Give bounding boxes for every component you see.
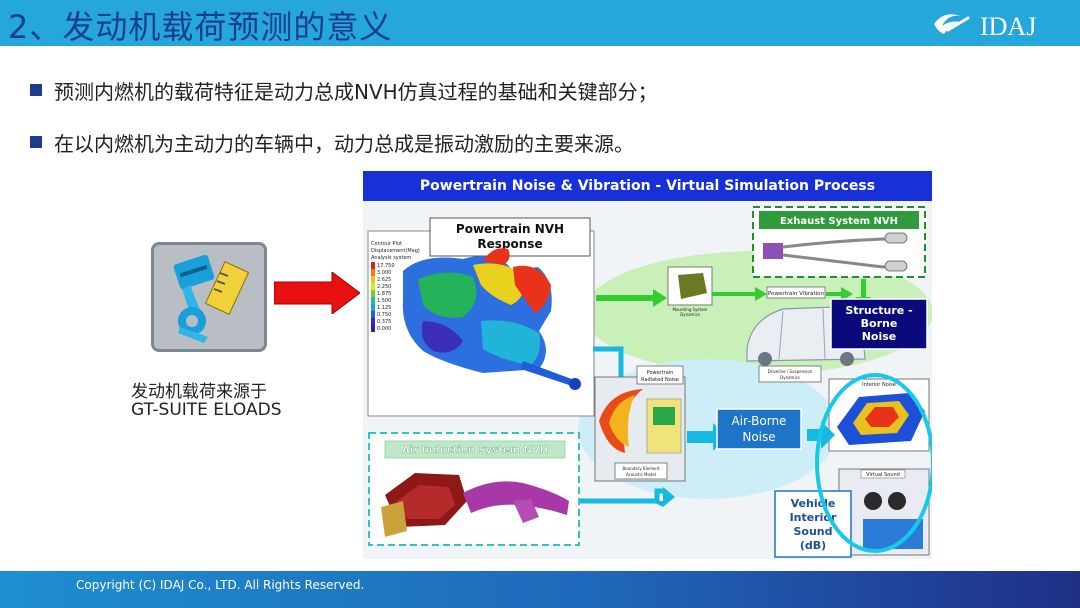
vehicle-interior-sound-box xyxy=(774,490,852,558)
legend-value: 17.750 xyxy=(377,263,395,269)
legend-value: 0.750 xyxy=(377,312,391,318)
air-borne-label-line1: Air-Borne xyxy=(732,414,787,428)
nvh-response-label-box xyxy=(429,217,591,257)
air-borne-label-line2: Noise xyxy=(742,430,775,444)
legend-value: 1.875 xyxy=(377,291,391,297)
boundary-element-image xyxy=(599,389,682,454)
interior-highlight-ellipse xyxy=(815,373,932,553)
driveline-label-line1: Driveline / Suspension xyxy=(768,369,813,374)
powertrain-vibration-box xyxy=(766,286,826,299)
structure-borne-label-line2: Borne xyxy=(861,317,898,330)
boundary-element-label-box xyxy=(614,462,668,480)
nvh-process-diagram: Powertrain NVH Response Contour Plot Dis… xyxy=(367,206,932,558)
logo-swoosh-icon xyxy=(934,14,962,34)
diagram-title: Powertrain Noise & Vibration - Virtual S… xyxy=(363,171,932,201)
footer-bar xyxy=(0,571,1080,608)
mounting-label-line2: Dynamics xyxy=(680,312,700,317)
radiated-noise-label-line1: Powertrain xyxy=(647,370,674,376)
vehicle-sound-label-line3: Sound xyxy=(793,525,832,538)
engine-contour-image xyxy=(402,248,581,390)
slide-title: 2、发动机载荷预测的意义 xyxy=(8,8,393,46)
interior-noise-label: Interior Noise xyxy=(862,382,896,388)
air-induction-label-bar xyxy=(384,440,566,459)
flow-arrow-head-icon xyxy=(651,487,675,507)
idaj-logo: IDAJ xyxy=(934,12,1036,40)
gauge-icon xyxy=(888,492,906,510)
structure-borne-noise-box xyxy=(830,298,928,350)
green-arrow-icon xyxy=(712,287,767,301)
mounting-label-line1: Mounting System xyxy=(673,307,708,312)
powertrain-vibration-label: Powertrain Vibration xyxy=(768,291,825,297)
contour-text-line: Displacement(Mag) xyxy=(371,248,420,254)
flow-arrow-icon xyxy=(593,346,624,387)
bullet-item: 预测内燃机的载荷特征是动力总成NVH仿真过程的基础和关键部分； xyxy=(30,76,658,105)
green-arrow-icon xyxy=(596,289,667,307)
driveline-label-line2: Dynamics xyxy=(780,375,800,380)
piston-ruler-icon xyxy=(173,254,250,343)
structure-borne-label-line3: Noise xyxy=(862,330,897,343)
exhaust-system-image xyxy=(763,232,908,272)
piston-icon-box xyxy=(151,242,267,352)
header-bar xyxy=(0,0,1080,46)
gauge-icon xyxy=(864,492,882,510)
logo-stroke-icon xyxy=(946,16,970,32)
nvh-response-label-line1: Powertrain NVH xyxy=(456,222,564,236)
legend-value: 2.625 xyxy=(377,277,391,283)
contour-text-line: Contour Plot xyxy=(371,241,402,247)
bullet-square-icon xyxy=(30,136,42,148)
legend-value: 1.125 xyxy=(377,305,391,311)
bullet-item: 在以内燃机为主动力的车辆中，动力总成是振动激励的主要来源。 xyxy=(30,128,634,157)
vehicle-sound-label-line4: (dB) xyxy=(800,539,826,552)
legend-value: 2.250 xyxy=(377,284,391,290)
air-induction-image xyxy=(381,473,569,537)
air-borne-noise-box xyxy=(716,408,802,450)
sound-wave-display xyxy=(863,519,923,549)
mounting-engine-image xyxy=(678,273,707,299)
bullet-text: 预测内燃机的载荷特征是动力总成NVH仿真过程的基础和关键部分； xyxy=(54,80,658,104)
eloads-caption-line2: GT-SUITE ELOADS xyxy=(131,400,282,420)
structure-borne-label-line1: Structure - xyxy=(845,304,912,317)
contour-text-line: Analysis system xyxy=(371,255,411,261)
logo-text: IDAJ xyxy=(980,12,1036,40)
air-induction-label: Air Induction System NVH xyxy=(402,445,548,456)
nvh-response-label-line2: Response xyxy=(477,237,542,251)
eloads-caption-line1: 发动机载荷来源于 xyxy=(131,382,267,402)
vehicle-sound-label-line1: Vehicle xyxy=(791,497,836,510)
bullet-text: 在以内燃机为主动力的车辆中，动力总成是振动激励的主要来源。 xyxy=(54,132,634,156)
exhaust-nvh-label-bar xyxy=(759,211,919,229)
interior-noise-contour-image xyxy=(837,393,925,445)
driveline-label-box xyxy=(758,365,822,383)
legend-value: 3.000 xyxy=(377,270,391,276)
vehicle-sound-label-line2: Interior xyxy=(790,511,837,524)
legend-value: 0.000 xyxy=(377,326,391,332)
virtual-sound-label-box xyxy=(860,469,906,479)
radiated-noise-label-line2: Radiated Noise xyxy=(641,377,679,383)
exhaust-nvh-label: Exhaust System NVH xyxy=(780,216,898,227)
legend-value: 0.375 xyxy=(377,319,391,325)
boundary-element-label-line2: Acoustic Model xyxy=(626,472,656,477)
bullet-square-icon xyxy=(30,84,42,96)
boundary-element-label-line1: Boundary Element xyxy=(622,466,660,471)
legend-value: 1.500 xyxy=(377,298,391,304)
virtual-sound-label: Virtual Sound xyxy=(866,472,900,478)
copyright-text: Copyright (C) IDAJ Co., LTD. All Rights … xyxy=(76,578,365,592)
green-arrow-icon xyxy=(826,287,853,301)
red-arrow-icon xyxy=(274,272,360,314)
flow-arrow-icon xyxy=(579,488,663,504)
radiated-noise-label-box xyxy=(636,365,684,385)
